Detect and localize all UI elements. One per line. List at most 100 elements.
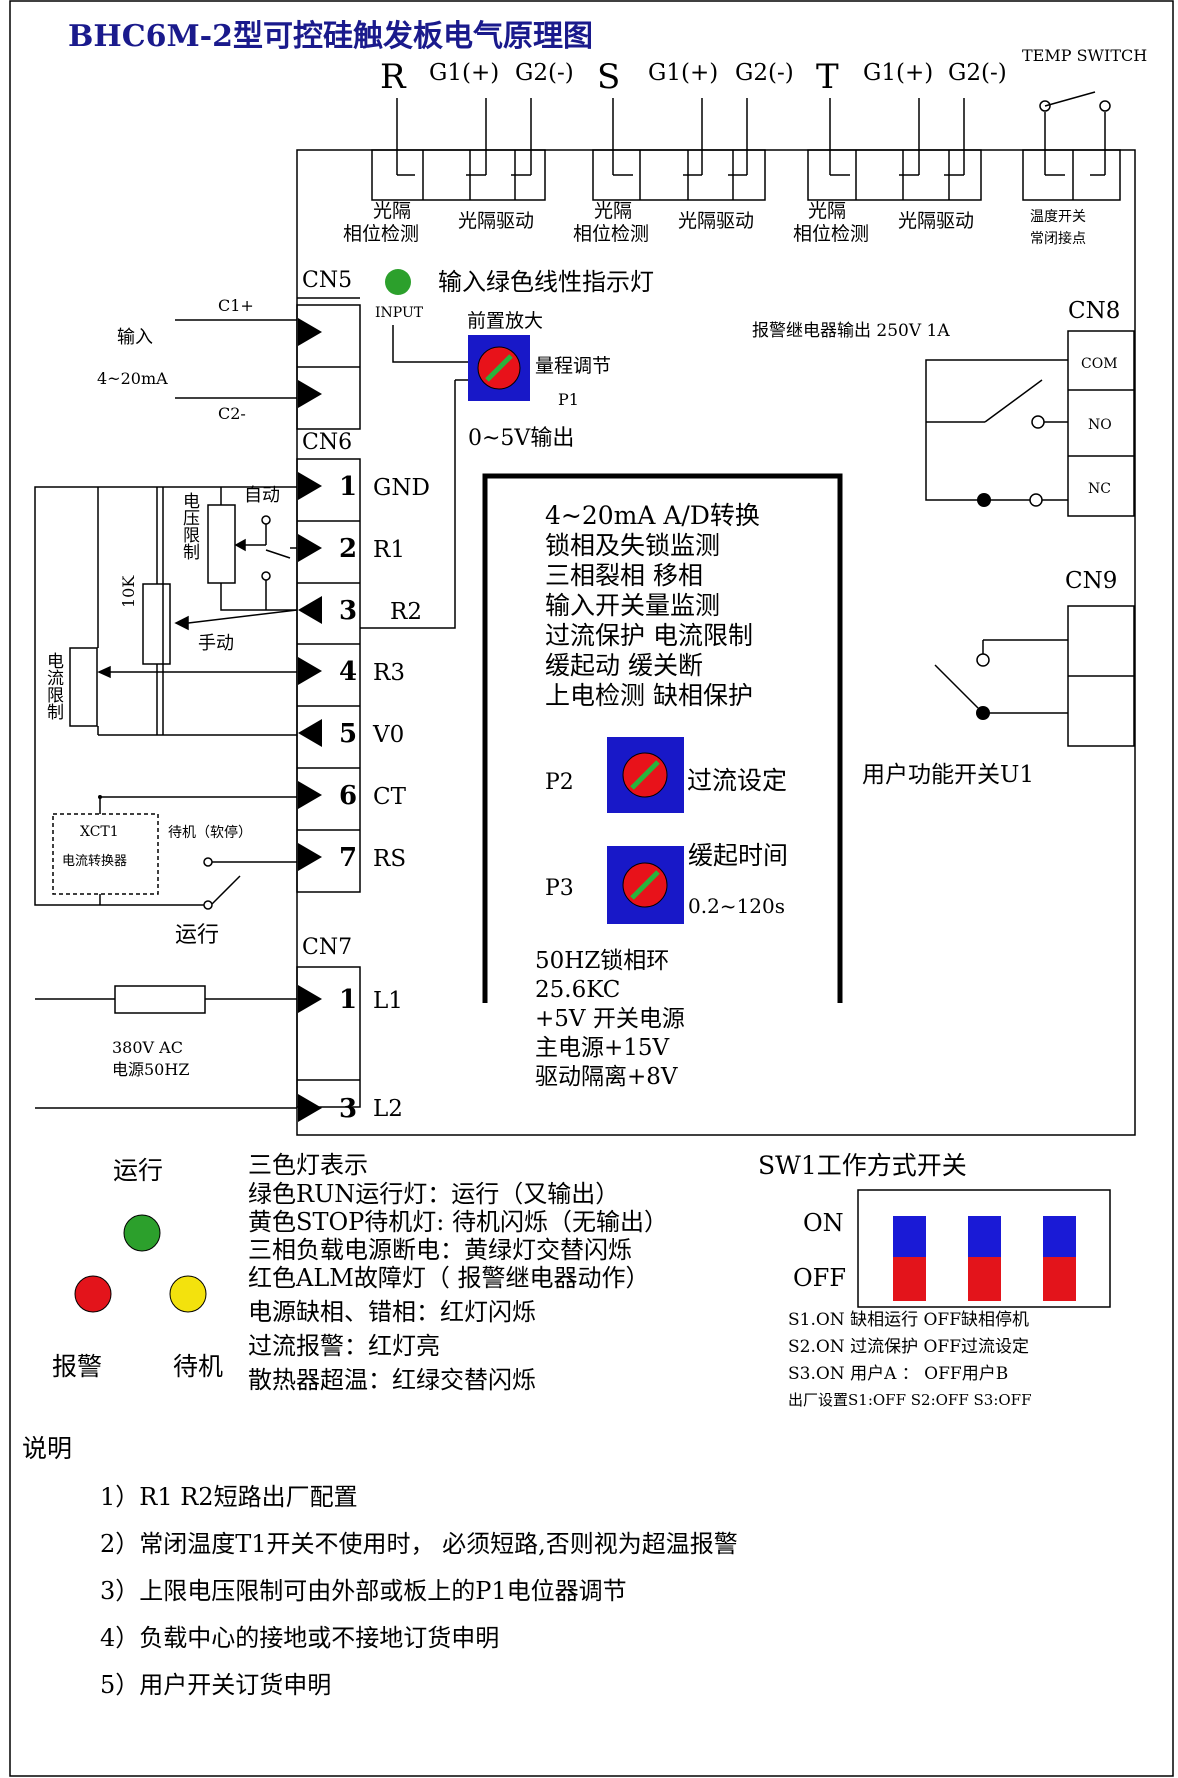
current-limit-label: 电流限制 xyxy=(43,652,63,720)
pin-number: 3 xyxy=(339,1094,358,1124)
cn8-label: CN8 xyxy=(1068,298,1121,324)
alarm-relay-label: 报警继电器输出 250V 1A xyxy=(752,321,950,341)
function-item: 上电检测 缺相保护 xyxy=(545,681,753,710)
cn8-relay xyxy=(925,330,1135,517)
terminal-block-t xyxy=(807,98,982,201)
terminal-block-r xyxy=(371,98,546,201)
voltage-limit-label: 电压限制 xyxy=(179,492,199,560)
p3-range: 0.2~120s xyxy=(688,894,786,918)
three-color-item: 过流报警：红灯亮 xyxy=(248,1332,440,1360)
terminal-block-s xyxy=(592,98,766,201)
user-switch-label: 用户功能开关U1 xyxy=(862,762,1035,788)
auto-label: 自动 xyxy=(244,485,280,506)
notes-list: 1）R1 R2短路出厂配置 2）常闭温度T1开关不使用时， 必须短路,否则视为超… xyxy=(100,1485,738,1697)
three-color-item: 散热器超温：红绿交替闪烁 xyxy=(248,1366,536,1394)
terminal-t-label: T xyxy=(816,57,839,97)
terminal-s-label: S xyxy=(597,57,621,97)
current-transformer-label: 电流转换器 xyxy=(62,854,128,869)
run-lamp xyxy=(123,1214,161,1252)
p3-caption: 缓起时间 xyxy=(688,841,789,870)
s-optical-drive: 光隔驱动 xyxy=(678,210,755,232)
cn5-wiring xyxy=(175,319,482,399)
note-item: 1）R1 R2短路出厂配置 xyxy=(100,1483,358,1511)
note-item: 3）上限电压限制可由外部或板上的P1电位器调节 xyxy=(100,1577,627,1605)
input-caption: 输入 xyxy=(117,327,153,348)
sw1-setting-item: 出厂设置S1:OFF S2:OFF S3:OFF xyxy=(788,1391,1032,1409)
resistor-10k-label: 10K xyxy=(119,575,138,608)
s-phase-detect-1: 光隔 xyxy=(594,200,633,222)
power-spec-list: 50HZ锁相环 25.6KC +5V 开关电源 主电源+15V 驱动隔离+8V xyxy=(535,950,685,1095)
cn6-wiring xyxy=(34,486,298,910)
sw1-setting-item: S3.ON 用户A ： OFF用户B xyxy=(788,1364,1009,1384)
p2-label: P2 xyxy=(545,770,574,795)
terminal-r-label: R xyxy=(380,57,406,97)
cn6-label: CN6 xyxy=(302,430,353,455)
p1-potentiometer xyxy=(468,335,530,401)
terminal-t-g1-label: G1(+) xyxy=(863,60,934,86)
note-item: 5）用户开关订货申明 xyxy=(100,1671,332,1699)
temp-contact-2: 常闭接点 xyxy=(1030,231,1086,247)
standby-lamp xyxy=(169,1275,207,1313)
power-voltage-label: 380V AC xyxy=(112,1038,183,1057)
c2-label: C2- xyxy=(218,404,246,423)
r-optical-drive: 光隔驱动 xyxy=(458,210,535,232)
p2-potentiometer xyxy=(607,737,684,813)
pin-number: 1 xyxy=(339,985,358,1015)
indicator-caption: 输入绿色线性指示灯 xyxy=(438,268,654,296)
pin-number: 2 xyxy=(339,534,358,564)
pin-number: 5 xyxy=(339,719,358,749)
input-range: 4~20mA xyxy=(97,369,168,388)
preamp-title: 前置放大 xyxy=(467,310,544,332)
pin-number: 1 xyxy=(339,472,358,502)
function-item: 锁相及失锁监测 xyxy=(545,531,721,560)
standby-lamp-label: 待机 xyxy=(173,1352,224,1381)
page-title: BHC6M-2型可控硅触发板电气原理图 xyxy=(68,19,593,54)
power-spec-item: 主电源+15V xyxy=(535,1035,670,1061)
sw1-setting-item: S1.ON 缺相运行 OFF缺相停机 xyxy=(788,1310,1030,1330)
power-spec-item: 驱动隔离+8V xyxy=(535,1064,678,1090)
temp-switch-label: TEMP SWITCH xyxy=(1022,46,1148,65)
power-spec-item: 50HZ锁相环 xyxy=(535,948,670,974)
terminal-s-g2-label: G2(-) xyxy=(735,60,794,86)
p2-caption: 过流设定 xyxy=(687,766,788,795)
sw1-setting-item: S2.ON 过流保护 OFF过流设定 xyxy=(788,1337,1030,1357)
run-lamp-label: 运行 xyxy=(113,1156,164,1185)
notes-title: 说明 xyxy=(22,1434,73,1463)
function-item: 过流保护 电流限制 xyxy=(545,621,753,650)
pin-name: CT xyxy=(373,784,406,810)
pin-name: L2 xyxy=(373,1096,403,1122)
sw1-title: SW1工作方式开关 xyxy=(758,1151,967,1180)
pin-number: 3 xyxy=(339,596,358,626)
pin-number: 7 xyxy=(339,843,358,873)
pin-name: V0 xyxy=(373,722,405,748)
terminal-block-temp xyxy=(1022,91,1121,201)
terminal-r-g2-label: G2(-) xyxy=(515,60,574,86)
relay-nc-label: NC xyxy=(1088,481,1111,497)
c1-label: C1+ xyxy=(218,296,254,315)
alarm-lamp xyxy=(74,1275,112,1313)
relay-com-label: COM xyxy=(1081,356,1118,372)
pin-name: R1 xyxy=(373,537,405,563)
r-phase-detect-2: 相位检测 xyxy=(343,223,420,245)
run-switch-label: 运行 xyxy=(175,923,220,948)
sw1-settings-list: S1.ON 缺相运行 OFF缺相停机 S2.ON 过流保护 OFF过流设定 S3… xyxy=(788,1312,1032,1408)
output-range-label: 0~5V输出 xyxy=(468,426,575,451)
function-item: 缓起动 缓关断 xyxy=(545,651,703,680)
p3-label: P3 xyxy=(545,876,574,901)
three-color-title: 三色灯表示 xyxy=(248,1151,368,1179)
cn7-label: CN7 xyxy=(302,935,353,960)
power-frequency-label: 电源50HZ xyxy=(112,1060,190,1079)
sw1-dip-switch xyxy=(857,1189,1111,1308)
pin-arrows xyxy=(298,318,322,1122)
p3-potentiometer xyxy=(607,846,684,924)
standby-switch-label: 待机（软停） xyxy=(168,825,252,841)
function-box xyxy=(482,473,843,1003)
terminal-r-g1-label: G1(+) xyxy=(429,60,500,86)
terminal-t-g2-label: G2(-) xyxy=(948,60,1007,86)
three-color-item: 黄色STOP待机灯: 待机闪烁（无输出） xyxy=(248,1208,668,1236)
t-phase-detect-1: 光隔 xyxy=(808,200,847,222)
range-adjust-label: 量程调节 xyxy=(535,355,612,377)
note-item: 4）负载中心的接地或不接地订货申明 xyxy=(100,1624,500,1652)
three-color-item: 红色ALM故障灯（ 报警继电器动作） xyxy=(248,1264,650,1292)
